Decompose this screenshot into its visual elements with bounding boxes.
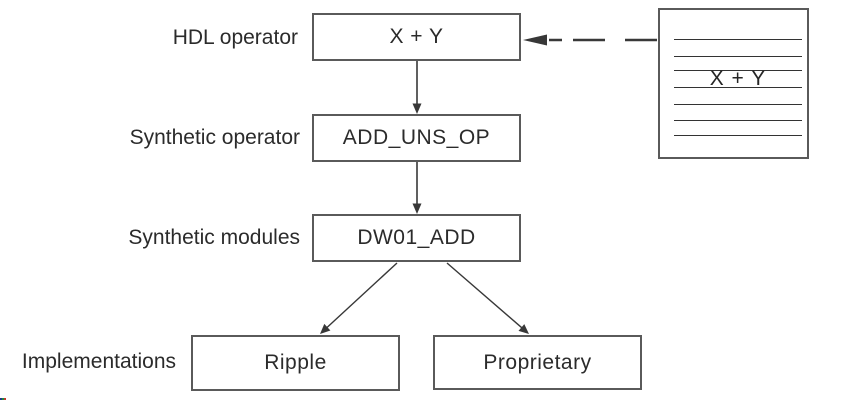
document-code-text: X + Y: [709, 67, 767, 90]
source-code-document: X + Y: [658, 8, 809, 159]
box-implementation-proprietary: Proprietary: [433, 335, 642, 390]
document-text-line: [674, 120, 802, 121]
box-synthetic-operator: ADD_UNS_OP: [312, 114, 521, 162]
box-hdl-operator-text: X + Y: [389, 25, 444, 48]
label-hdl-operator: HDL operator: [172, 26, 298, 49]
box-synthetic-module-text: DW01_ADD: [357, 226, 476, 249]
box-implementation-ripple-text: Ripple: [264, 351, 327, 374]
box-synthetic-operator-text: ADD_UNS_OP: [342, 126, 491, 149]
scan-artifact: [0, 398, 6, 400]
document-text-line: [674, 87, 802, 88]
box-synthetic-module: DW01_ADD: [312, 214, 521, 262]
arrow-hdl-to-synthetic-operator: [412, 61, 422, 114]
arrow-module-to-ripple: [320, 262, 398, 334]
label-synthetic-modules: Synthetic modules: [128, 226, 300, 249]
dashed-arrow-document-to-hdl: [523, 34, 657, 46]
document-text-line: [674, 135, 802, 136]
arrow-module-to-proprietary: [446, 262, 529, 334]
document-text-line: [674, 56, 802, 57]
box-implementation-ripple: Ripple: [191, 335, 400, 391]
box-implementation-proprietary-text: Proprietary: [483, 350, 592, 374]
document-text-line: [674, 104, 802, 105]
arrow-synthetic-operator-to-module: [412, 162, 422, 214]
document-text-line: [674, 70, 802, 71]
label-synthetic-operator: Synthetic operator: [129, 126, 300, 149]
document-text-line: [674, 39, 802, 40]
label-implementations: Implementations: [21, 350, 176, 373]
box-hdl-operator: X + Y: [312, 13, 521, 61]
